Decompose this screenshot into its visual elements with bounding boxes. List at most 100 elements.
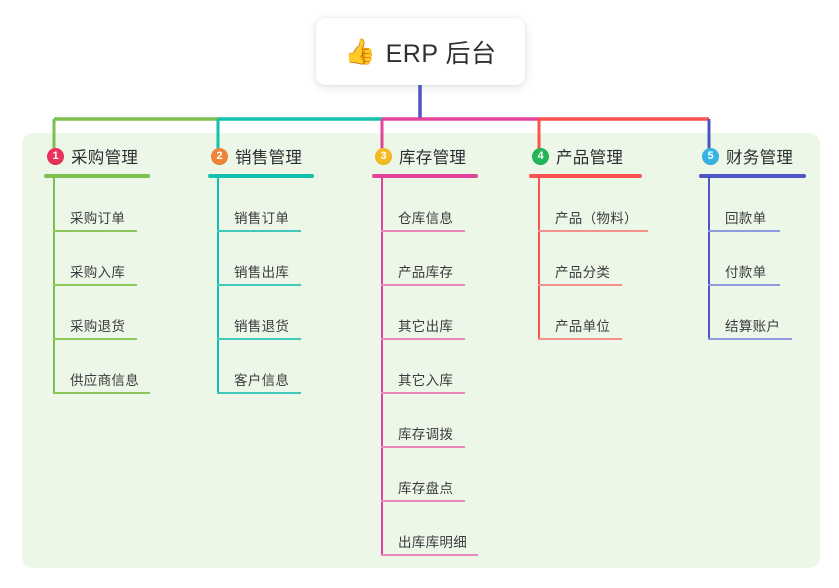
list-item[interactable]: 产品库存 bbox=[372, 232, 478, 286]
list-item-label: 库存盘点 bbox=[398, 481, 454, 496]
list-item[interactable]: 供应商信息 bbox=[44, 340, 150, 394]
column-title: 产品管理 bbox=[556, 149, 624, 167]
list-item-label: 产品单位 bbox=[555, 319, 611, 334]
list-item-label: 仓库信息 bbox=[398, 211, 454, 226]
column-items: 产品（物料） 产品分类产品单位 bbox=[529, 178, 648, 340]
list-item-rule bbox=[381, 338, 465, 340]
list-item[interactable]: 采购入库 bbox=[44, 232, 150, 286]
list-item-label: 采购入库 bbox=[70, 265, 126, 280]
list-item[interactable]: 回款单 bbox=[699, 178, 806, 232]
list-item-rule bbox=[381, 230, 465, 232]
column-header-5[interactable]: 5 财务管理 bbox=[699, 144, 806, 168]
list-item-label: 库存调拨 bbox=[398, 427, 454, 442]
list-item-label: 出库库明细 bbox=[398, 535, 467, 550]
column-4: 4 产品管理产品（物料） 产品分类产品单位 bbox=[529, 144, 648, 340]
column-items: 回款单付款单结算账户 bbox=[699, 178, 806, 340]
list-item[interactable]: 采购退货 bbox=[44, 286, 150, 340]
column-header-2[interactable]: 2 销售管理 bbox=[208, 144, 314, 168]
list-item-label: 销售订单 bbox=[234, 211, 290, 226]
list-item-label: 产品库存 bbox=[398, 265, 454, 280]
list-item-label: 供应商信息 bbox=[70, 373, 139, 388]
list-item[interactable]: 出库库明细 bbox=[372, 502, 478, 556]
thumbs-up-icon: 👍 bbox=[344, 38, 376, 66]
list-item-rule bbox=[708, 338, 792, 340]
list-item[interactable]: 销售退货 bbox=[208, 286, 314, 340]
column-title: 财务管理 bbox=[726, 149, 794, 167]
list-item-label: 付款单 bbox=[725, 265, 767, 280]
list-item-rule bbox=[538, 284, 622, 286]
column-1: 1 采购管理采购订单采购入库采购退货供应商信息 bbox=[44, 144, 150, 394]
list-item-label: 产品（物料） bbox=[555, 211, 638, 226]
list-item[interactable]: 库存调拨 bbox=[372, 394, 478, 448]
list-item-label: 结算账户 bbox=[725, 319, 781, 334]
list-item[interactable]: 其它出库 bbox=[372, 286, 478, 340]
list-item-rule bbox=[381, 284, 465, 286]
list-item[interactable]: 仓库信息 bbox=[372, 178, 478, 232]
column-spine bbox=[538, 178, 540, 340]
list-item-rule bbox=[708, 230, 780, 232]
column-items: 销售订单销售出库销售退货客户信息 bbox=[208, 178, 314, 394]
column-header-rule bbox=[208, 174, 314, 178]
column-badge-icon: 2 bbox=[211, 147, 228, 165]
list-item[interactable]: 产品分类 bbox=[529, 232, 642, 286]
list-item-rule bbox=[217, 392, 301, 394]
list-item-rule bbox=[217, 230, 301, 232]
column-badge-icon: 3 bbox=[375, 147, 392, 165]
column-header-rule bbox=[699, 174, 806, 178]
list-item[interactable]: 采购订单 bbox=[44, 178, 150, 232]
list-item-rule bbox=[53, 392, 150, 394]
column-header-3[interactable]: 3 库存管理 bbox=[372, 144, 478, 168]
list-item-label: 采购退货 bbox=[70, 319, 126, 334]
list-item-label: 采购订单 bbox=[70, 211, 126, 226]
list-item-label: 客户信息 bbox=[234, 373, 290, 388]
column-title: 库存管理 bbox=[399, 149, 467, 167]
column-header-4[interactable]: 4 产品管理 bbox=[529, 144, 642, 168]
list-item-rule bbox=[53, 338, 137, 340]
column-spine bbox=[53, 178, 55, 394]
list-item[interactable]: 其它入库 bbox=[372, 340, 478, 394]
list-item-label: 销售出库 bbox=[234, 265, 290, 280]
list-item-label: 其它入库 bbox=[398, 373, 454, 388]
list-item[interactable]: 产品（物料） bbox=[529, 178, 648, 232]
column-title: 采购管理 bbox=[71, 149, 139, 167]
column-spine bbox=[381, 178, 383, 556]
list-item[interactable]: 产品单位 bbox=[529, 286, 642, 340]
column-header-rule bbox=[44, 174, 150, 178]
list-item-rule bbox=[381, 500, 465, 502]
column-items: 仓库信息产品库存其它出库其它入库库存调拨库存盘点出库库明细 bbox=[372, 178, 478, 556]
column-2: 2 销售管理销售订单销售出库销售退货客户信息 bbox=[208, 144, 314, 394]
list-item-label: 回款单 bbox=[725, 211, 767, 226]
column-spine bbox=[708, 178, 710, 340]
list-item-rule bbox=[708, 284, 780, 286]
column-header-1[interactable]: 1 采购管理 bbox=[44, 144, 150, 168]
list-item-label: 销售退货 bbox=[234, 319, 290, 334]
list-item[interactable]: 结算账户 bbox=[699, 286, 806, 340]
list-item-rule bbox=[381, 554, 478, 556]
list-item-rule bbox=[538, 230, 648, 232]
column-5: 5 财务管理回款单付款单结算账户 bbox=[699, 144, 806, 340]
list-item-rule bbox=[217, 338, 301, 340]
list-item-rule bbox=[217, 284, 301, 286]
root-node[interactable]: 👍 ERP 后台 bbox=[316, 18, 525, 85]
list-item-rule bbox=[381, 446, 465, 448]
list-item[interactable]: 销售订单 bbox=[208, 178, 314, 232]
list-item-label: 其它出库 bbox=[398, 319, 454, 334]
column-badge-icon: 4 bbox=[532, 147, 549, 165]
list-item[interactable]: 付款单 bbox=[699, 232, 806, 286]
list-item-rule bbox=[381, 392, 465, 394]
column-header-rule bbox=[372, 174, 478, 178]
list-item[interactable]: 客户信息 bbox=[208, 340, 314, 394]
list-item[interactable]: 销售出库 bbox=[208, 232, 314, 286]
column-items: 采购订单采购入库采购退货供应商信息 bbox=[44, 178, 150, 394]
diagram-panel bbox=[22, 133, 820, 568]
list-item-label: 产品分类 bbox=[555, 265, 611, 280]
list-item-rule bbox=[53, 284, 137, 286]
list-item-rule bbox=[538, 338, 622, 340]
column-header-rule bbox=[529, 174, 642, 178]
list-item[interactable]: 库存盘点 bbox=[372, 448, 478, 502]
column-badge-icon: 1 bbox=[47, 147, 64, 165]
root-title: ERP 后台 bbox=[385, 39, 497, 68]
column-title: 销售管理 bbox=[235, 149, 303, 167]
column-badge-icon: 5 bbox=[702, 147, 719, 165]
